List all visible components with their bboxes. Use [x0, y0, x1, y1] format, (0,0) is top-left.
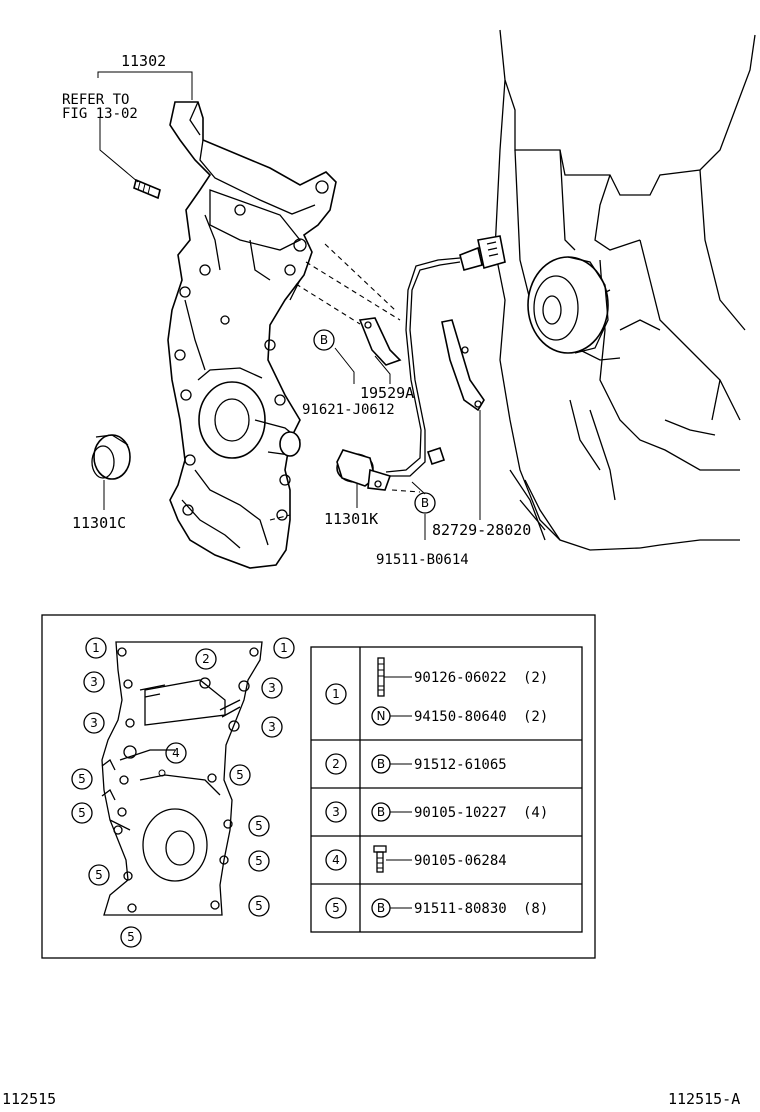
water-pump-pulley — [527, 256, 609, 354]
callout-sensor: 11301K — [324, 510, 378, 528]
position-key-4: 4 — [172, 746, 180, 760]
crank-position-sensor — [336, 449, 392, 491]
wire-clamp — [441, 319, 485, 412]
callout-sensor-bolt: 91511-B0614 — [376, 552, 469, 568]
callout-clamp: 82729-28020 — [432, 521, 531, 539]
callout-bracket-bolt: 91621-J0612 — [302, 402, 395, 418]
position-key-1b: 1 — [280, 641, 288, 655]
row-2-part: 91512-61065 — [414, 757, 507, 773]
table-row-4: 4 90105-06284 — [325, 845, 507, 873]
callout-refer-line1: REFER TO — [62, 92, 129, 108]
leader-lines — [97, 71, 481, 540]
position-key-5e: 5 — [255, 854, 263, 868]
footer-figure-id: 112515 — [2, 1090, 56, 1108]
table-row-1: 1 90126-06022 (2) N 94150-80640 (2) — [325, 657, 548, 726]
table-row-3: 3 B 90105-10227 (4) — [325, 801, 548, 823]
position-key-5f: 5 — [95, 868, 103, 882]
footer-figure-variant: 112515-A — [668, 1090, 740, 1108]
position-key-5c: 5 — [78, 806, 86, 820]
row-key: 4 — [332, 853, 340, 867]
callout-bracket: 19529A — [360, 384, 414, 402]
marker-b: B — [377, 805, 385, 819]
timing-chain-cover — [167, 101, 337, 569]
inset-cover-outline — [101, 641, 263, 916]
position-key-3c: 3 — [90, 716, 98, 730]
marker-b: B — [377, 757, 385, 771]
inset-bolt-holes — [113, 647, 259, 913]
fastener-table: 1 90126-06022 (2) N 94150-80640 (2) 2 B … — [310, 646, 583, 933]
row-3-part: 90105-10227 — [414, 805, 507, 821]
row-3-qty: (4) — [523, 805, 548, 821]
table-row-5: 5 B 91511-80830 (8) — [325, 897, 548, 919]
table-row-2: 2 B 91512-61065 — [325, 753, 507, 775]
row-5-part: 91511-80830 — [414, 901, 507, 917]
sensor-bracket — [358, 317, 402, 366]
position-key-5g: 5 — [255, 899, 263, 913]
row-1-part-1: 90126-06022 — [414, 670, 507, 686]
row-key: 3 — [332, 805, 340, 819]
inset-position-keys: 1 1 2 3 3 3 3 4 5 5 5 5 5 5 5 5 — [71, 637, 295, 948]
position-key-5a: 5 — [78, 772, 86, 786]
marker-b-bracket: B — [313, 329, 335, 351]
stud-icon — [377, 657, 385, 697]
position-key-5b: 5 — [236, 768, 244, 782]
marker-n: N — [377, 709, 386, 723]
position-key-2: 2 — [202, 652, 210, 666]
row-5-qty: (8) — [523, 901, 548, 917]
marker-b-bracket-letter: B — [320, 333, 328, 347]
callout-cover: 11302 — [121, 52, 166, 70]
row-1-part-2: 94150-80640 — [414, 709, 507, 725]
marker-b-sensor-letter: B — [421, 496, 429, 510]
position-key-5d: 5 — [255, 819, 263, 833]
bolt-icon — [373, 845, 387, 873]
position-key-3b: 3 — [268, 681, 276, 695]
row-key: 2 — [332, 757, 340, 771]
fastener-inset-frame — [41, 614, 596, 959]
row-1-qty-2: (2) — [523, 709, 548, 725]
oil-seal — [91, 434, 131, 480]
position-key-3d: 3 — [268, 720, 276, 734]
assembly-guide-lines — [269, 243, 421, 521]
position-key-5h: 5 — [127, 930, 135, 944]
position-key-1a: 1 — [92, 641, 100, 655]
row-key: 5 — [332, 901, 340, 915]
sensor-harness — [385, 235, 506, 477]
row-4-part: 90105-06284 — [414, 853, 507, 869]
marker-b-sensor: B — [414, 492, 436, 514]
row-key: 1 — [332, 687, 340, 701]
callout-seal: 11301C — [72, 514, 126, 532]
position-key-3a: 3 — [90, 675, 98, 689]
marker-b: B — [377, 901, 385, 915]
stud-bolt — [133, 178, 161, 200]
row-1-qty-1: (2) — [523, 670, 548, 686]
callout-refer-line2: FIG 13-02 — [62, 106, 138, 122]
